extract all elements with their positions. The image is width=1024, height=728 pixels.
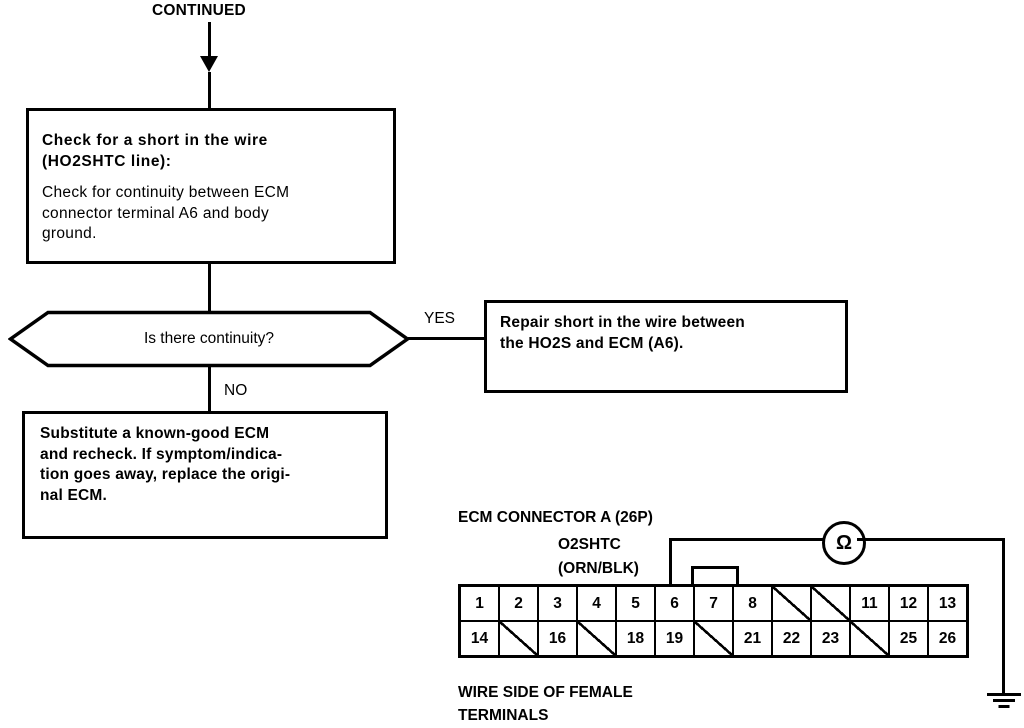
connector-title: ECM CONNECTOR A (26P) (458, 509, 653, 526)
pin-cell-6: 6 (654, 584, 695, 622)
probe-lead-vertical (669, 538, 672, 586)
continued-label: CONTINUED (152, 2, 246, 19)
no-label: NO (224, 382, 248, 399)
pin-cell-18: 18 (615, 620, 656, 658)
pin-cell-14: 14 (458, 620, 500, 658)
connector-keyway-notch (691, 566, 739, 587)
ground-lead-vertical (1002, 538, 1005, 695)
pin-cell-10 (810, 584, 851, 622)
step-box-body: Check for continuity between ECM connect… (42, 184, 290, 242)
pin-cell-26: 26 (927, 620, 969, 658)
no-result-text: Substitute a known-good ECM and recheck.… (40, 425, 291, 504)
connector-signal-name: O2SHTC (558, 536, 621, 553)
pin-cell-11: 11 (849, 584, 890, 622)
ohm-symbol: Ω (835, 532, 853, 554)
pin-cell-13: 13 (927, 584, 969, 622)
ohmmeter-icon: Ω (822, 521, 866, 565)
connector-wire-color: (ORN/BLK) (558, 560, 639, 577)
pin-cell-25: 25 (888, 620, 929, 658)
pin-cell-24 (849, 620, 890, 658)
decision-question: Is there continuity? (143, 330, 275, 347)
pin-cell-8: 8 (732, 584, 773, 622)
no-result-box (22, 411, 388, 539)
ground-symbol (982, 693, 1024, 711)
pin-cell-2: 2 (498, 584, 539, 622)
pin-cell-3: 3 (537, 584, 578, 622)
continued-arrow-tail (208, 72, 211, 110)
pin-cell-4: 4 (576, 584, 617, 622)
step-to-decision-line (208, 264, 211, 314)
ground-lead-horizontal (857, 538, 1005, 541)
decision-hexagon: Is there continuity? (8, 310, 410, 368)
step-box (26, 108, 396, 264)
continued-arrow-head (200, 56, 218, 72)
pin-cell-7: 7 (693, 584, 734, 622)
pin-cell-15 (498, 620, 539, 658)
yes-result-box (484, 300, 848, 393)
yes-label: YES (424, 310, 456, 327)
step-box-heading: Check for a short in the wire (HO2SHTC l… (42, 132, 268, 170)
pin-cell-16: 16 (537, 620, 578, 658)
connector-caption: WIRE SIDE OF FEMALE TERMINALS (458, 684, 633, 724)
pin-cell-19: 19 (654, 620, 695, 658)
pin-cell-5: 5 (615, 584, 656, 622)
pin-cell-12: 12 (888, 584, 929, 622)
pin-cell-9 (771, 584, 812, 622)
yes-branch-line (408, 337, 486, 340)
pin-cell-1: 1 (458, 584, 500, 622)
yes-result-text: Repair short in the wire between the HO2… (500, 314, 745, 352)
pin-cell-17 (576, 620, 617, 658)
pin-cell-20 (693, 620, 734, 658)
continued-arrow-shaft (208, 22, 211, 62)
pin-cell-21: 21 (732, 620, 773, 658)
pin-cell-23: 23 (810, 620, 851, 658)
probe-lead-horizontal (669, 538, 825, 541)
no-branch-line (208, 365, 211, 413)
pin-cell-22: 22 (771, 620, 812, 658)
